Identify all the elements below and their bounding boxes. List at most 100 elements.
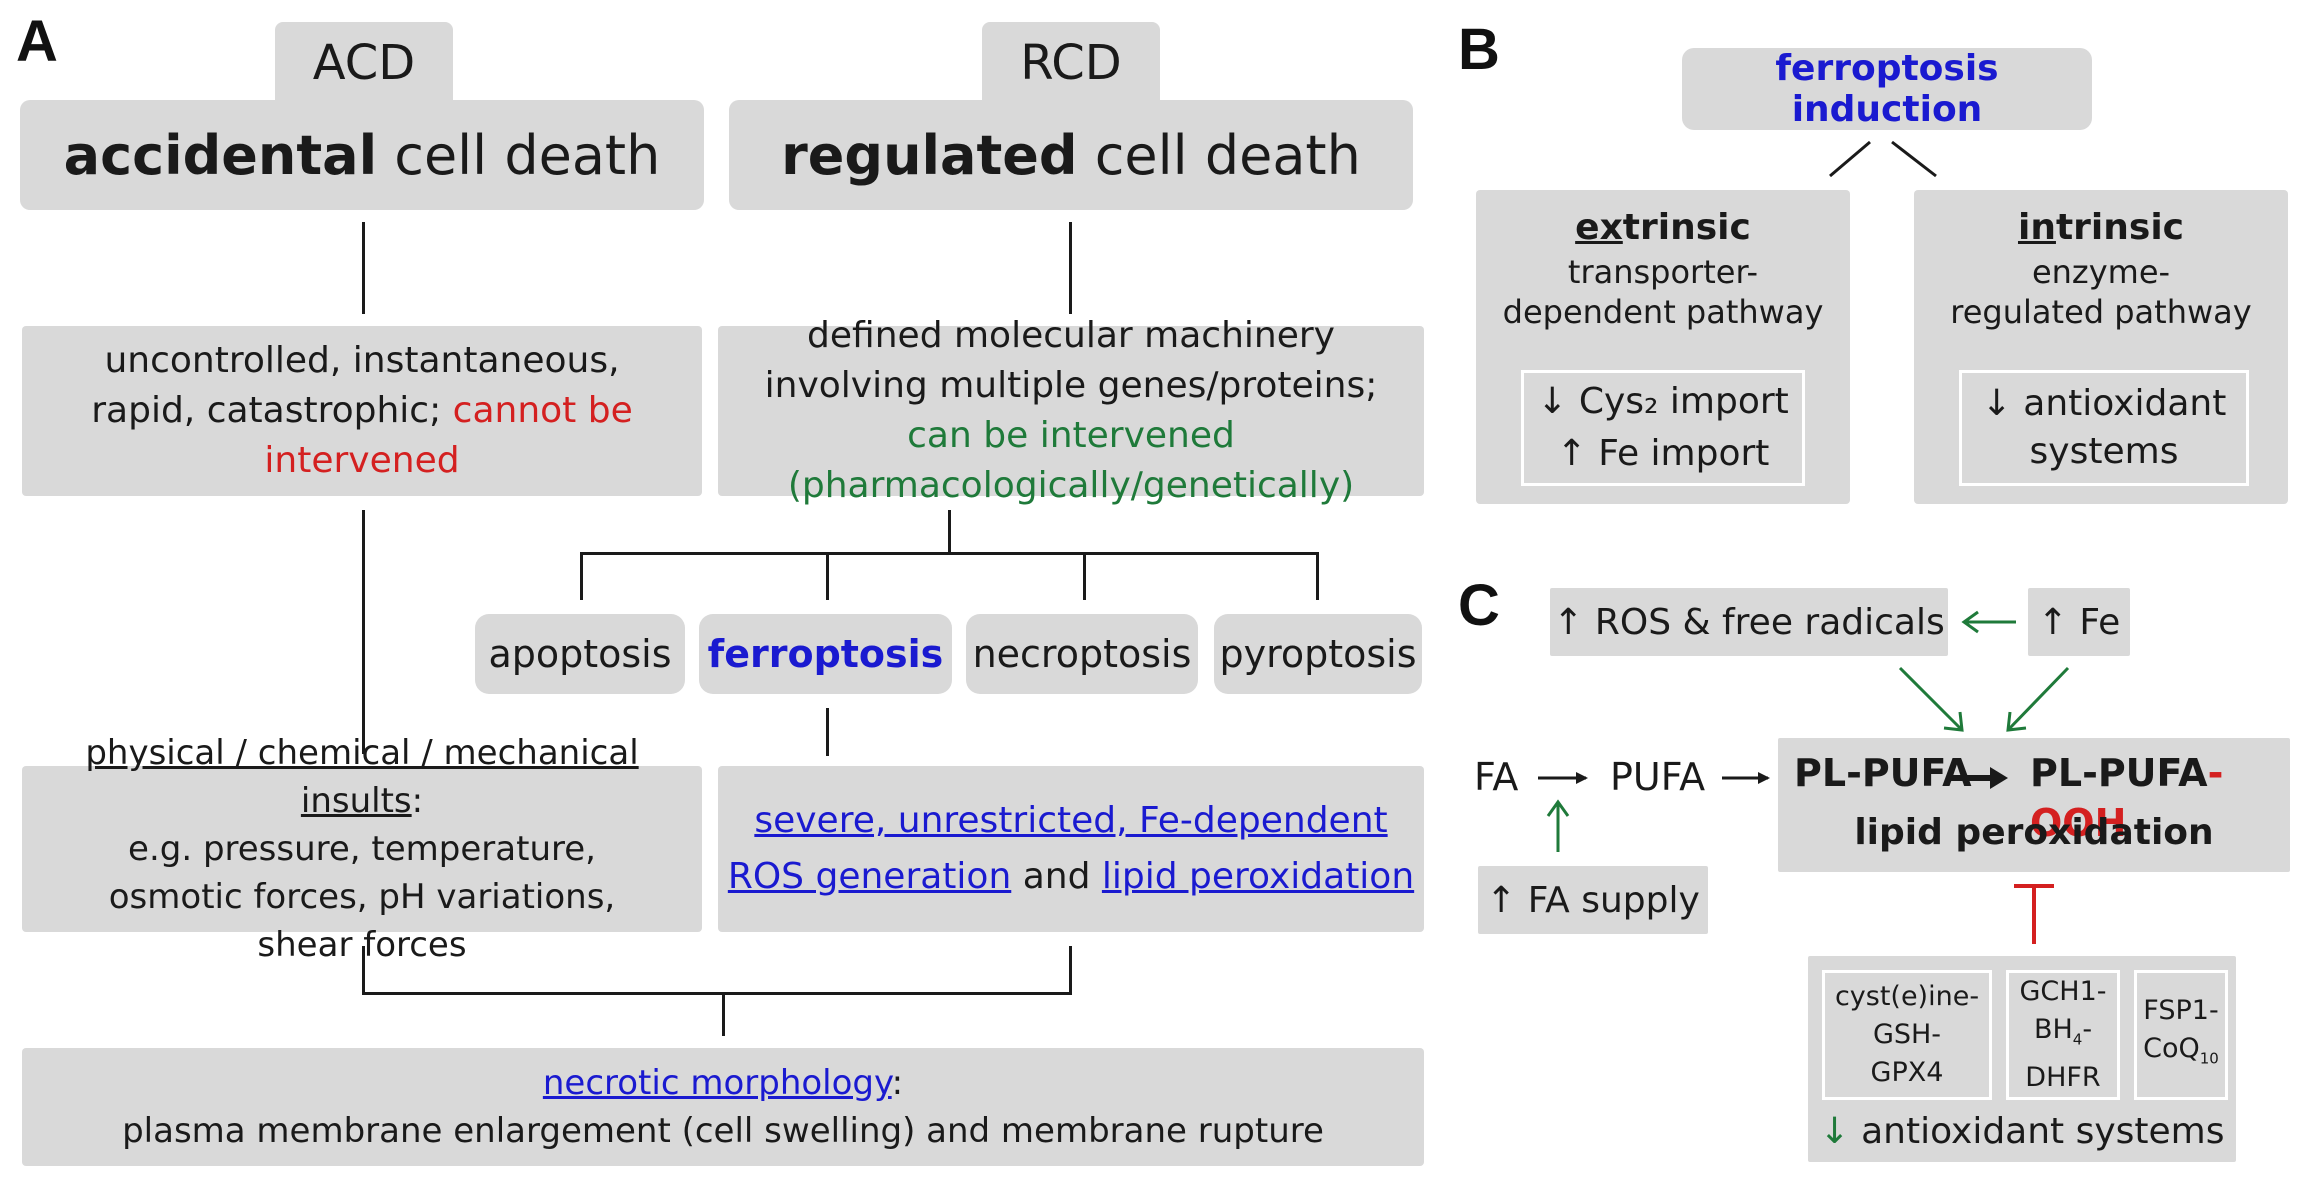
fe-to-lipid-arrow: [2006, 666, 2070, 732]
type-necroptosis-label: necroptosis: [972, 632, 1192, 676]
rcd-branch-bar: [580, 552, 1319, 555]
rcd-branch-necroptosis: [1083, 552, 1086, 600]
rcd-branch-ferroptosis: [826, 552, 829, 600]
ros-label: ↑ ROS & free radicals: [1553, 601, 1945, 643]
necrotic-colon: :: [891, 1063, 904, 1103]
extrinsic-title: extrinsic: [1575, 204, 1751, 252]
necrotic-title-line: necrotic morphology:: [543, 1059, 903, 1107]
rcd-desc-green: can be intervened (pharmacologically/gen…: [787, 415, 1355, 506]
rcd-connector-1: [1069, 222, 1072, 314]
system-gpx4: cyst(e)ine- GSH- GPX4: [1822, 970, 1992, 1100]
merge-left: [362, 946, 365, 994]
system-fsp1-l2a: CoQ: [2143, 1033, 2200, 1065]
necrotic-morphology: necrotic morphology: plasma membrane enl…: [22, 1048, 1424, 1166]
intrinsic-sub2: regulated pathway: [1950, 293, 2252, 331]
ferro-desc-line2: ROS generation and lipid peroxidation: [728, 849, 1414, 905]
extrinsic-text: extrinsic transporter- dependent pathway: [1476, 204, 1850, 332]
rcd-branch-stem: [948, 510, 951, 554]
ros-box: ↑ ROS & free radicals: [1550, 588, 1948, 656]
pl-pufa-ooh-a: PL-PUFA: [2030, 751, 2208, 795]
fa-supply-label: ↑ FA supply: [1486, 879, 1700, 921]
acd-title-rest: cell death: [377, 123, 661, 187]
fa-label: FA: [1474, 755, 1519, 799]
acd-insults: physical / chemical / mechanical insults…: [22, 733, 702, 965]
extrinsic-sub1: transporter-: [1567, 253, 1759, 291]
rcd-desc-black: defined molecular machinery involving mu…: [764, 315, 1378, 406]
acd-connector-2: [362, 510, 365, 754]
pl-pufa-ooh-label: PL-PUFA-OOH: [2030, 748, 2290, 848]
ferro-desc-and: and: [1011, 856, 1102, 897]
antiox-text: antioxidant systems: [1849, 1111, 2225, 1152]
type-apoptosis-label: apoptosis: [488, 632, 672, 676]
panel-a-letter: A: [16, 9, 58, 74]
extrinsic-title-ul: ex: [1575, 207, 1623, 248]
antioxidant-systems-label: ↓ antioxidant systems: [1808, 1106, 2236, 1158]
inhibition-t-marker: [2014, 884, 2054, 944]
system-fsp1-l2: CoQ10: [2143, 1030, 2219, 1077]
extrinsic-item2: ↑ Fe import: [1556, 433, 1770, 474]
rcd-tab-label: RCD: [1020, 35, 1122, 91]
necrotic-title: necrotic morphology: [542, 1063, 892, 1103]
type-apoptosis: apoptosis: [475, 614, 685, 694]
ros-to-lipid-arrow: [1898, 666, 1964, 732]
system-fsp1-l2sub: 10: [2199, 1049, 2219, 1068]
merge-bar: [362, 992, 1072, 995]
extrinsic-items-box: ↓ Cys₂ import ↑ Fe import: [1521, 370, 1805, 486]
ferro-desc-lipid: lipid peroxidation: [1101, 856, 1415, 897]
rcd-branch-apoptosis: [580, 552, 583, 600]
extrinsic-sub2: dependent pathway: [1502, 293, 1824, 331]
extrinsic-item1: ↓ Cys₂ import: [1537, 381, 1789, 422]
lipid-peroxidation-label: lipid peroxidation: [1854, 812, 2214, 853]
acd-header: accidental cell death: [20, 100, 704, 210]
ferroptosis-connector: [826, 708, 829, 756]
antiox-down-arrow: ↓: [1819, 1111, 1850, 1152]
system-gch1-l2: BH4-: [2034, 1011, 2092, 1058]
rcd-title-rest: cell death: [1077, 123, 1361, 187]
rcd-title-bold: regulated: [781, 123, 1078, 187]
insults-title: physical / chemical / mechanical insults: [85, 733, 639, 821]
system-gpx4-l2: GSH-: [1872, 1019, 1942, 1050]
type-necroptosis: necroptosis: [966, 614, 1198, 694]
system-gpx4-l3: GPX4: [1870, 1057, 1944, 1088]
intrinsic-text: intrinsic enzyme- regulated pathway: [1914, 204, 2288, 332]
lipid-peroxidation-box: PL-PUFA PL-PUFA-OOH lipid peroxidation: [1778, 738, 2290, 872]
system-gch1-l2b: -: [2082, 1014, 2093, 1046]
branch-right: [1891, 140, 1937, 178]
intrinsic-item2: systems: [2029, 431, 2179, 472]
system-gch1-l2a: BH: [2033, 1014, 2073, 1046]
merge-stem: [722, 992, 725, 1036]
rcd-tab: RCD: [982, 22, 1160, 104]
acd-tab: ACD: [275, 22, 453, 104]
insults-body: e.g. pressure, temperature, osmotic forc…: [108, 829, 616, 965]
system-gpx4-l1: cyst(e)ine-: [1834, 981, 1980, 1012]
acd-desc-red: cannot be intervened: [264, 390, 633, 481]
panel-c-letter: C: [1458, 573, 1500, 638]
insults-colon: :: [411, 781, 424, 821]
system-gch1-l2sub: 4: [2072, 1030, 2083, 1049]
acd-connector-1: [362, 222, 365, 314]
ferroptosis-induction: ferroptosis induction: [1682, 48, 2092, 130]
fe-label: ↑ Fe: [2037, 601, 2121, 643]
acd-title: accidental cell death: [64, 124, 661, 187]
acd-desc-black: uncontrolled, instantaneous, rapid, cata…: [91, 340, 620, 431]
rcd-description-text: defined molecular machinery involving mu…: [744, 311, 1398, 511]
type-ferroptosis: ferroptosis: [699, 614, 952, 694]
fe-to-ros-arrow: [1961, 610, 2016, 634]
rcd-title: regulated cell death: [781, 124, 1361, 187]
rcd-branch-pyroptosis: [1316, 552, 1319, 600]
intrinsic-title-rest: trinsic: [2055, 207, 2184, 248]
ferro-desc-line1: severe, unrestricted, Fe-dependent: [754, 800, 1388, 841]
type-pyroptosis-label: pyroptosis: [1219, 632, 1417, 676]
antioxidant-systems-box: cyst(e)ine- GSH- GPX4 GCH1- BH4- DHFR FS…: [1808, 956, 2236, 1162]
panel-b-letter: B: [1458, 17, 1500, 82]
system-gch1-l1: GCH1-: [2019, 976, 2107, 1008]
system-gch1-l3: DHFR: [2025, 1061, 2101, 1093]
fe-box: ↑ Fe: [2028, 588, 2130, 656]
rcd-description: defined molecular machinery involving mu…: [718, 315, 1424, 506]
type-pyroptosis: pyroptosis: [1214, 614, 1422, 694]
system-gch1: GCH1- BH4- DHFR: [2006, 970, 2120, 1100]
intrinsic-title: intrinsic: [2018, 204, 2184, 252]
fa-supply-box: ↑ FA supply: [1478, 866, 1708, 934]
intrinsic-box: intrinsic enzyme- regulated pathway ↓ an…: [1914, 190, 2288, 504]
rcd-header: regulated cell death: [729, 100, 1413, 210]
